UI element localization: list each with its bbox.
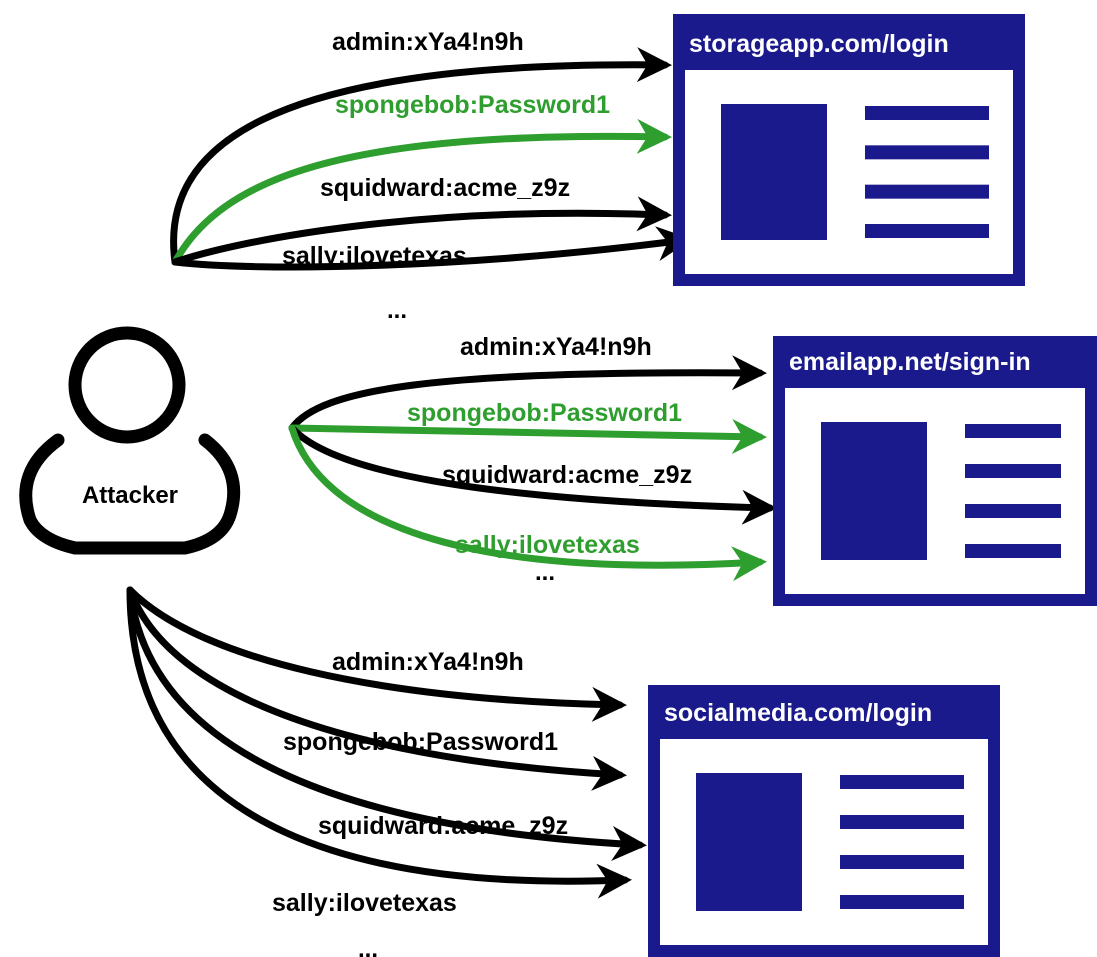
- failed-attempt-arrow: [126, 586, 632, 899]
- login-page-icon: [721, 104, 989, 240]
- login-window: storageapp.com/login: [673, 14, 1025, 286]
- login-page-icon: [696, 773, 964, 911]
- failed-attempt-arrow: [126, 586, 627, 791]
- login-page-icon: [821, 422, 1061, 560]
- credential-label: spongebob:Password1: [407, 399, 682, 427]
- more-attempts-ellipsis: ...: [358, 936, 378, 957]
- failed-attempt-arrow: [171, 196, 672, 266]
- site-url-title: emailapp.net/sign-in: [789, 348, 1031, 376]
- credential-labels: admin:xYa4!n9h spongebob:Password1 squidwa…: [272, 28, 692, 957]
- more-attempts-ellipsis: ...: [535, 559, 555, 586]
- more-attempts-ellipsis: ...: [387, 297, 407, 324]
- credential-label: spongebob:Password1: [335, 91, 610, 119]
- failed-attempt-arrow: [126, 586, 627, 722]
- credential-label: sally:ilovetexas: [282, 242, 467, 270]
- failed-attempt-arrow: [126, 586, 647, 861]
- credential-label: sally:ilovetexas: [272, 889, 457, 917]
- failed-attempt-arrow: [171, 226, 692, 271]
- attacker: Attacker: [19, 326, 241, 555]
- credential-label: admin:xYa4!n9h: [332, 28, 524, 56]
- login-window: emailapp.net/sign-in: [773, 336, 1097, 606]
- site-url-title: socialmedia.com/login: [664, 699, 932, 727]
- failed-attempt-arrow: [170, 47, 672, 266]
- site-url-title: storageapp.com/login: [689, 30, 949, 58]
- credential-label: squidward:acme_z9z: [320, 174, 570, 202]
- target-sites: storageapp.com/login emailapp.net/sign-in…: [648, 14, 1097, 957]
- successful-attempt-arrow: [171, 118, 672, 266]
- attacker-label: Attacker: [82, 482, 178, 509]
- failed-attempt-arrow: [288, 424, 777, 525]
- failed-attempt-arrow: [288, 355, 767, 432]
- credential-label: sally:ilovetexas: [455, 531, 640, 559]
- successful-attempt-arrow: [288, 418, 767, 454]
- attempt-arrows: [126, 47, 777, 899]
- credential-label: admin:xYa4!n9h: [332, 648, 524, 676]
- credential-label: squidward:acme_z9z: [318, 812, 568, 840]
- person-icon: [19, 326, 241, 555]
- login-window: socialmedia.com/login: [648, 685, 1000, 957]
- successful-attempt-arrow: [288, 424, 767, 582]
- credential-label: spongebob:Password1: [283, 728, 558, 756]
- credential-label: squidward:acme_z9z: [442, 461, 692, 489]
- credential-label: admin:xYa4!n9h: [460, 333, 652, 361]
